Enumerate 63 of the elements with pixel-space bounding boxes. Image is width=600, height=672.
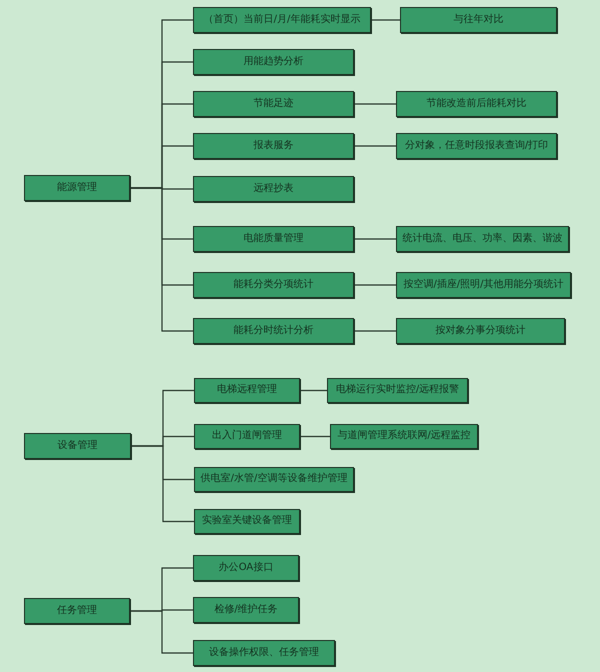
process-box <box>193 133 354 159</box>
connector-line <box>354 103 396 105</box>
node-label: 能源管理 <box>57 182 97 194</box>
node-label: 办公OA接口 <box>218 562 274 574</box>
process-box <box>193 555 299 581</box>
node-label: 用能趋势分析 <box>244 56 304 68</box>
node-label: 设备操作权限、任务管理 <box>209 646 319 660</box>
node-label: 电能质量管理 <box>244 232 304 246</box>
node-label: 任务管理 <box>57 604 97 618</box>
process-box <box>193 640 335 666</box>
node-label: 检修/维护任务 <box>214 604 278 616</box>
node-label: 按对象分事分项统计 <box>436 324 526 338</box>
connector-line <box>354 330 396 332</box>
process-box <box>24 598 130 624</box>
connector-line <box>130 610 193 654</box>
node-label: 节能改造前后能耗对比 <box>426 98 526 110</box>
process-box <box>193 226 354 252</box>
connector-line <box>300 390 327 392</box>
process-box <box>193 318 354 344</box>
process-box <box>194 467 354 492</box>
process-box <box>193 49 354 75</box>
node-label: 出入门道闸管理 <box>212 430 282 443</box>
node-label: 能耗分类分项统计 <box>234 278 314 292</box>
process-box <box>327 378 468 403</box>
process-box <box>396 133 557 159</box>
node-label: 电梯远程管理 <box>217 384 277 397</box>
node-label: 供电室/水管/空调等设备维护管理 <box>200 473 348 486</box>
node-label: 远程抄表 <box>254 182 294 196</box>
process-box <box>193 597 299 623</box>
node-label: 统计电流、电压、功率、因素、谐波 <box>402 232 562 246</box>
process-box <box>24 433 131 459</box>
process-box <box>193 91 354 117</box>
process-box <box>193 7 371 33</box>
connector-line <box>131 445 194 522</box>
process-box <box>400 7 557 33</box>
node-label: 实验室关键设备管理 <box>202 515 292 528</box>
node-label: 分对象，任意时段报表查询/打印 <box>404 140 548 152</box>
process-box <box>24 175 130 201</box>
process-box <box>396 91 557 117</box>
process-box <box>193 272 354 298</box>
connector-line <box>300 436 330 438</box>
node-label: 按空调/插座/照明/其他用能分项统计 <box>403 278 564 292</box>
process-box <box>193 176 354 202</box>
process-box <box>330 424 478 449</box>
process-box <box>396 226 569 252</box>
process-box <box>396 318 565 344</box>
node-label: （首页）当前日/月/年能耗实时显示 <box>204 14 360 26</box>
node-label: 报表服务 <box>254 140 294 152</box>
process-box <box>194 378 300 403</box>
node-label: 与往年对比 <box>454 14 504 26</box>
node-label: 与道闸管理系统联网/远程监控 <box>337 430 471 443</box>
node-label: 设备管理 <box>58 440 98 452</box>
node-label: 节能足迹 <box>254 98 294 110</box>
connector-line <box>130 187 193 332</box>
node-label: 电梯运行实时监控/远程报警 <box>336 384 460 397</box>
connector-line <box>354 145 396 147</box>
process-box <box>194 509 300 534</box>
process-box <box>396 272 571 298</box>
node-label: 能耗分时统计分析 <box>234 324 314 338</box>
connector-line <box>354 284 396 286</box>
process-box <box>194 424 300 449</box>
connector-line <box>354 238 396 240</box>
connector-line <box>371 19 400 21</box>
